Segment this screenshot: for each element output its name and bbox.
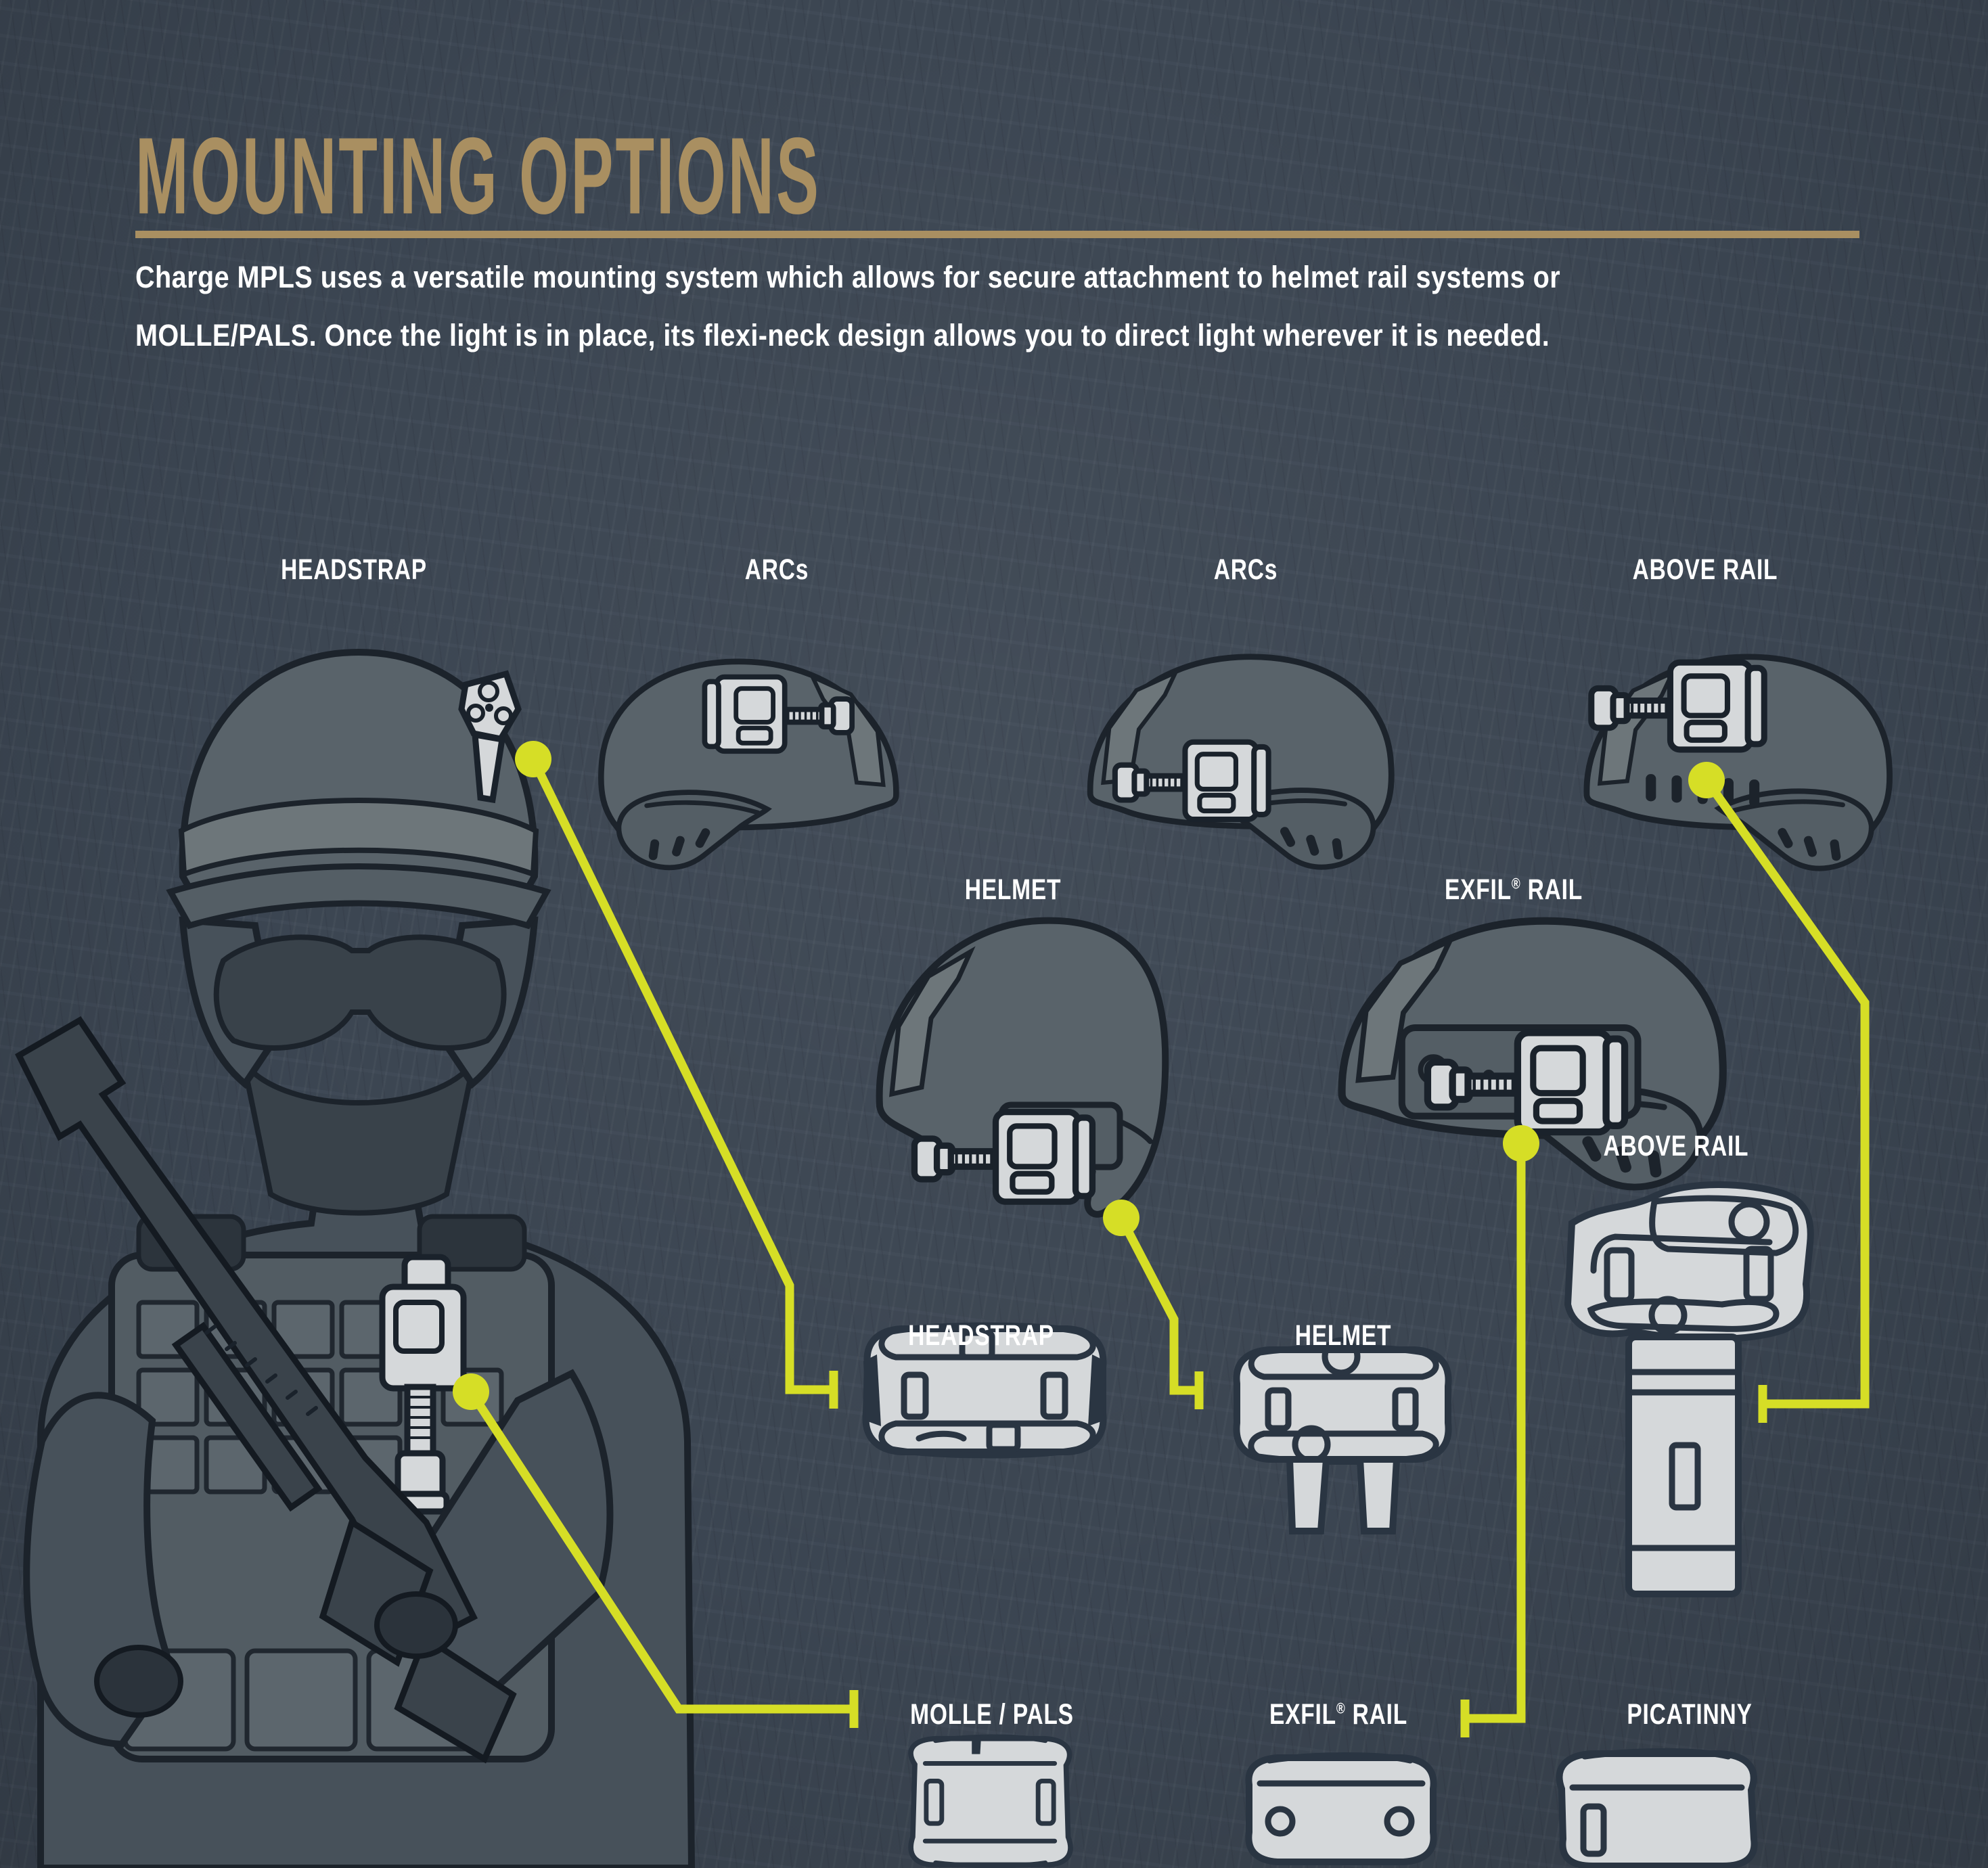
goggles-icon xyxy=(213,934,507,1051)
exfil-name: EXFIL xyxy=(1444,873,1512,906)
label-exfil-rail-mount: EXFIL® RAIL xyxy=(1269,1698,1407,1731)
label-helmet-mount: HELMET xyxy=(1294,1319,1392,1352)
page-title: MOUNTING OPTIONS xyxy=(135,115,821,237)
connector-above-rail xyxy=(1688,762,1870,1423)
chest-light-mount-icon xyxy=(379,1254,467,1515)
above-rail-mount-illustration xyxy=(1564,1181,1814,1597)
connector-molle-pals xyxy=(453,1373,859,1728)
headstrap-light-mount-icon xyxy=(458,670,522,804)
glove xyxy=(374,1591,458,1659)
connector-helmet xyxy=(1103,1200,1204,1409)
exfil-name: EXFIL xyxy=(1269,1698,1336,1731)
headstrap-mount-illustration xyxy=(862,1322,1107,1459)
label-above-rail-top: ABOVE RAIL xyxy=(1632,553,1778,586)
helmet-mount-helmet-illustration xyxy=(876,917,1169,1218)
rifle-illustration xyxy=(15,1016,517,1764)
label-arcs-2: ARCs xyxy=(1213,553,1278,586)
molle-pals-mount-illustration xyxy=(908,1734,1073,1868)
description-line-2: MOLLE/PALS. Once the light is in place, … xyxy=(135,318,1550,352)
connector-headstrap xyxy=(515,741,838,1409)
exfil-suffix: RAIL xyxy=(1345,1698,1408,1731)
label-picatinny-mount: PICATINNY xyxy=(1627,1698,1753,1731)
connector-exfil-rail xyxy=(1460,1125,1539,1737)
label-molle-pals-mount: MOLLE / PALS xyxy=(910,1698,1074,1731)
label-arcs-1: ARCs xyxy=(744,553,809,586)
label-headstrap-mount: HEADSTRAP xyxy=(908,1319,1054,1352)
title-underline xyxy=(135,231,1859,238)
picatinny-mount-illustration xyxy=(1556,1748,1758,1868)
glove xyxy=(94,1645,183,1718)
registered-mark: ® xyxy=(1336,1700,1346,1717)
label-headstrap-top: HEADSTRAP xyxy=(281,553,427,586)
soldier-head xyxy=(166,648,551,1216)
description-line-1: Charge MPLS uses a versatile mounting sy… xyxy=(135,260,1561,294)
label-exfil-rail-mid: EXFIL® RAIL xyxy=(1445,873,1583,907)
label-helmet-mid: HELMET xyxy=(964,873,1062,906)
exfil-suffix: RAIL xyxy=(1520,873,1583,906)
label-above-rail-mount: ABOVE RAIL xyxy=(1603,1130,1749,1162)
exfil-rail-mount-illustration xyxy=(1245,1752,1437,1865)
soldier-illustration xyxy=(15,648,696,1868)
exfil-rail-helmet-illustration xyxy=(1319,896,1739,1201)
helmet-mount-illustration xyxy=(1233,1337,1452,1534)
registered-mark: ® xyxy=(1511,875,1521,892)
